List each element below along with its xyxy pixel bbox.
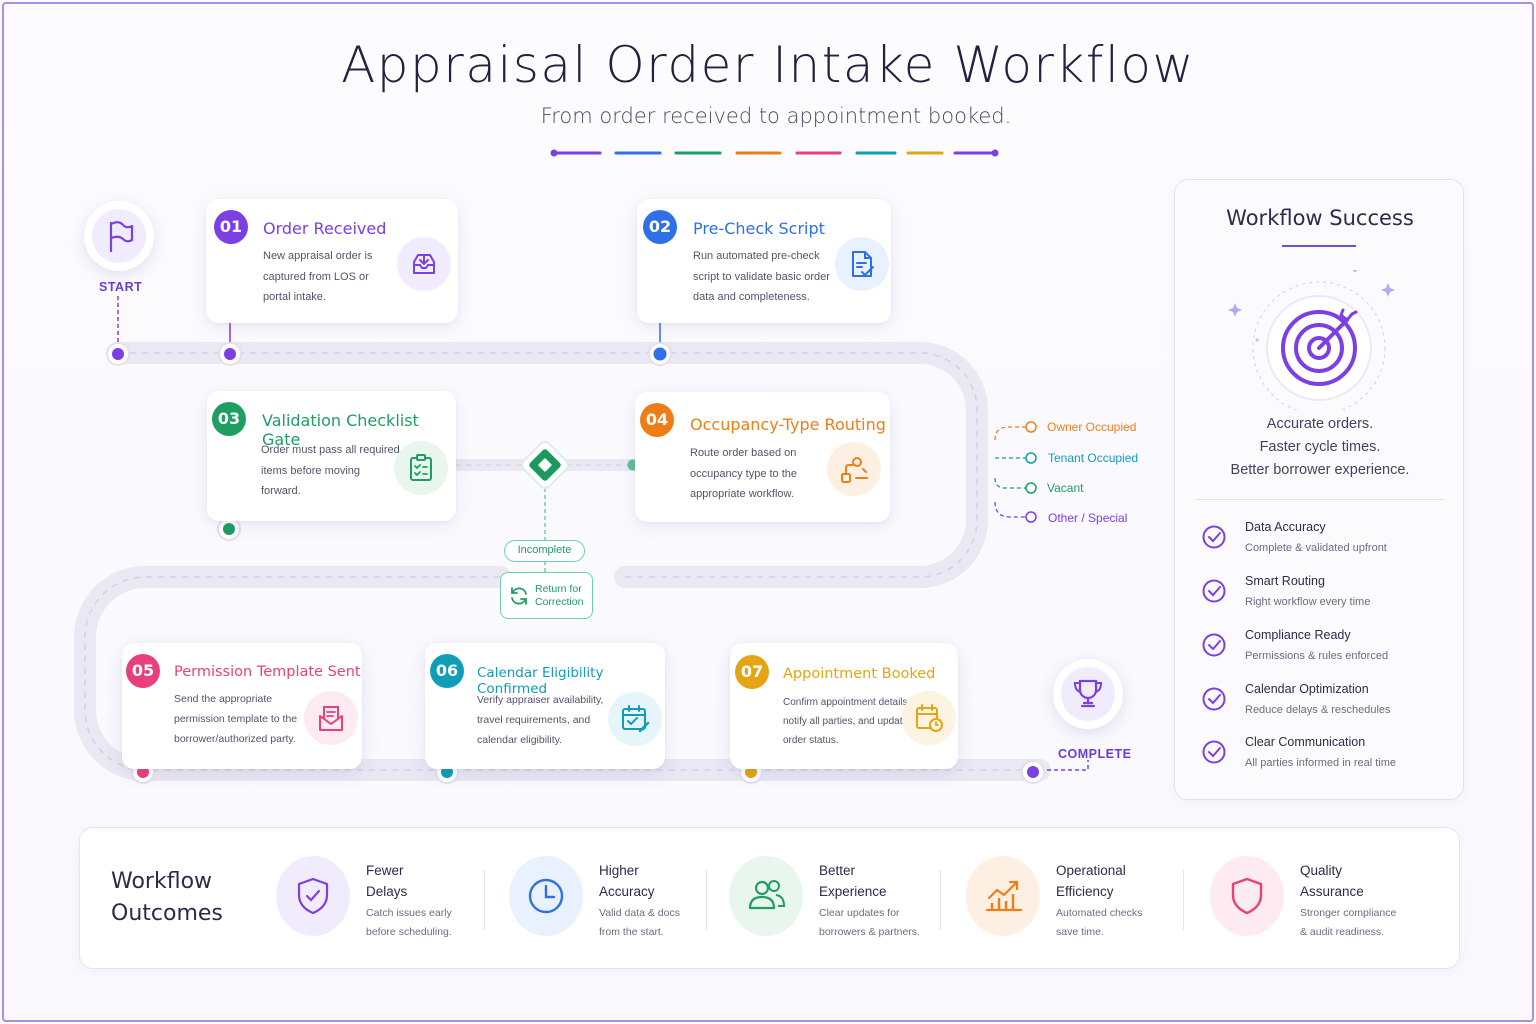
outcome-separator	[940, 870, 941, 930]
step-card-06[interactable]: 06 Calendar Eligibility Confirmed Verify…	[425, 643, 665, 769]
clipboard-checklist-icon	[394, 441, 448, 495]
step-title: Permission Template Sent	[174, 664, 361, 680]
step-card-01[interactable]: 01 Order Received New appraisal order is…	[206, 199, 458, 323]
track-node-03	[217, 517, 241, 541]
panel-title-underline	[1282, 245, 1356, 247]
track-node-02	[648, 342, 672, 366]
step-number-badge: 01	[214, 210, 248, 244]
outcome-separator	[706, 870, 707, 930]
trophy-icon	[1073, 679, 1103, 708]
users-icon	[748, 880, 786, 910]
step-card-07[interactable]: 07 Appointment Booked Confirm appointmen…	[730, 643, 958, 769]
track-node-01	[218, 342, 242, 366]
outcome-separator	[1183, 870, 1184, 930]
check-circle-icon	[1202, 740, 1226, 764]
route-tenant-occupied: Tenant Occupied	[1048, 451, 1139, 465]
step-card-03[interactable]: 03 Validation Checklist Gate Order must …	[207, 391, 456, 521]
step-card-02[interactable]: 02 Pre-Check Script Run automated pre-ch…	[637, 199, 891, 323]
check-circle-icon	[1202, 687, 1226, 711]
gate-diamond-icon	[521, 441, 569, 489]
page-title: Appraisal Order Intake Workflow	[341, 36, 1195, 94]
incomplete-pill: Incomplete	[504, 540, 585, 562]
step-number-badge: 02	[643, 210, 677, 244]
step-title: Validation Checklist Gate	[262, 411, 419, 449]
target-icon	[1228, 270, 1395, 410]
envelope-document-icon	[304, 691, 358, 745]
track-node-start	[106, 342, 130, 366]
route-owner-occupied: Owner Occupied	[1047, 420, 1137, 434]
shield-icon	[1231, 877, 1263, 915]
step-description: Confirm appointment details,notify all p…	[783, 697, 911, 746]
chart-up-icon	[985, 880, 1023, 912]
route-icon	[827, 442, 881, 496]
calendar-check-icon	[608, 692, 662, 746]
panel-title: Workflow Success	[1226, 206, 1414, 230]
refresh-icon	[511, 587, 527, 605]
calendar-clock-icon	[902, 691, 956, 745]
step-description: Verify appraiser availability,travel req…	[477, 694, 604, 746]
complete-label: COMPLETE	[1058, 747, 1132, 761]
page-subtitle: From order received to appointment booke…	[540, 104, 1012, 128]
check-circle-icon	[1202, 633, 1226, 657]
route-other-special: Other / Special	[1048, 511, 1128, 525]
document-check-icon	[835, 237, 889, 291]
step-title: Order Received	[263, 219, 387, 238]
panel-tagline: Accurate orders.Faster cycle times.Bette…	[1230, 416, 1410, 478]
check-circle-icon	[1202, 579, 1226, 603]
step-title: Appointment Booked	[783, 666, 936, 682]
step-card-05[interactable]: 05 Permission Template Sent Send the app…	[122, 643, 362, 769]
route-vacant: Vacant	[1047, 481, 1084, 495]
step-number-badge: 05	[126, 654, 160, 688]
flag-icon	[109, 221, 134, 253]
step-number-badge: 06	[430, 654, 464, 688]
step-title: Occupancy-Type Routing	[690, 415, 886, 434]
step-card-04[interactable]: 04 Occupancy-Type Routing Route order ba…	[635, 392, 890, 522]
start-badge	[84, 201, 154, 271]
start-label: START	[99, 280, 143, 294]
complete-badge	[1053, 659, 1123, 729]
track-node-complete	[1021, 760, 1045, 784]
step-number-badge: 04	[640, 403, 674, 437]
return-label-line1: Return for	[535, 583, 582, 595]
workflow-success-panel: Workflow Success Accurate orders.Faster …	[1174, 179, 1464, 800]
clock-icon	[528, 878, 564, 914]
check-circle-icon	[1202, 525, 1226, 549]
step-number-badge: 03	[212, 402, 246, 436]
step-number-badge: 07	[735, 655, 769, 689]
return-for-correction-box: Return for Correction	[500, 572, 593, 619]
inbox-icon	[397, 237, 451, 291]
outcome-separator	[484, 870, 485, 930]
step-title: Calendar Eligibility Confirmed	[477, 665, 604, 697]
shield-check-icon	[297, 877, 329, 915]
return-label-line2: Correction	[535, 596, 584, 608]
panel-divider	[1195, 499, 1445, 500]
step-title: Pre-Check Script	[693, 219, 825, 238]
color-divider	[550, 149, 999, 157]
